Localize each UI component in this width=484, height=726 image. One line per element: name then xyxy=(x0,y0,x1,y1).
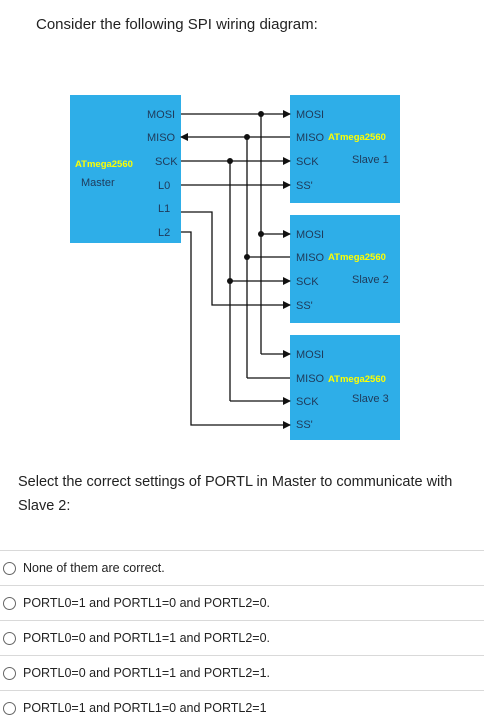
master-pin-mosi: MOSI xyxy=(147,109,175,121)
question-text: Consider the following SPI wiring diagra… xyxy=(36,16,318,33)
option-label: PORTL0=1 and PORTL1=0 and PORTL2=0. xyxy=(23,596,271,610)
option-label: PORTL0=1 and PORTL1=0 and PORTL2=1 xyxy=(23,701,267,715)
slave2-pin-miso: MISO xyxy=(296,252,325,264)
option-label: PORTL0=0 and PORTL1=1 and PORTL2=1. xyxy=(23,666,271,680)
slave2-pin-sck: SCK xyxy=(296,276,319,288)
master-pin-l0: L0 xyxy=(158,180,170,192)
slave2-title: ATmega2560 xyxy=(328,252,386,263)
prompt-text: Select the correct settings of PORTL in … xyxy=(18,474,453,514)
slave1-title: ATmega2560 xyxy=(328,132,386,143)
slave1-pin-mosi: MOSI xyxy=(296,109,324,121)
slave2-pin-mosi: MOSI xyxy=(296,229,324,241)
option-3[interactable]: PORTL0=0 and PORTL1=1 and PORTL2=0. xyxy=(0,620,484,655)
radio-button[interactable] xyxy=(3,631,16,645)
slave2-pin-ss: SS' xyxy=(296,300,313,312)
slave3-title: ATmega2560 xyxy=(328,374,386,385)
master-title: ATmega2560 xyxy=(75,159,133,170)
option-5[interactable]: PORTL0=1 and PORTL1=0 and PORTL2=1 xyxy=(0,690,484,725)
master-pin-sck: SCK xyxy=(155,156,178,168)
radio-button[interactable] xyxy=(3,701,16,715)
master-pin-miso: MISO xyxy=(147,132,176,144)
slave1-role: Slave 1 xyxy=(352,154,389,166)
slave1-pin-sck: SCK xyxy=(296,156,319,168)
master-pin-l1: L1 xyxy=(158,203,170,215)
master-block xyxy=(70,95,181,243)
slave3-role: Slave 3 xyxy=(352,393,389,405)
slave1-block xyxy=(290,95,400,203)
spi-wiring-diagram: MOSI MISO SCK L0 L1 L2 ATmega2560 Master… xyxy=(70,95,400,440)
option-label: None of them are correct. xyxy=(23,561,165,575)
slave3-pin-miso: MISO xyxy=(296,373,325,385)
junction-miso xyxy=(244,134,250,140)
radio-button[interactable] xyxy=(3,596,16,610)
option-4[interactable]: PORTL0=0 and PORTL1=1 and PORTL2=1. xyxy=(0,655,484,690)
slave3-block xyxy=(290,335,400,440)
option-label: PORTL0=0 and PORTL1=1 and PORTL2=0. xyxy=(23,631,271,645)
slave3-pin-ss: SS' xyxy=(296,419,313,431)
junction-miso-s2 xyxy=(244,254,250,260)
junction-mosi xyxy=(258,111,264,117)
option-1[interactable]: None of them are correct. xyxy=(0,550,484,585)
wire-l2-ss3 xyxy=(181,231,291,429)
junction-sck xyxy=(227,158,233,164)
slave2-block xyxy=(290,215,400,323)
junction-mosi-s2 xyxy=(258,231,264,237)
radio-button[interactable] xyxy=(3,666,16,680)
wire-l1-ss2 xyxy=(181,211,291,309)
slave1-pin-ss: SS' xyxy=(296,180,313,192)
slave3-pin-mosi: MOSI xyxy=(296,349,324,361)
radio-button[interactable] xyxy=(3,561,16,575)
option-2[interactable]: PORTL0=1 and PORTL1=0 and PORTL2=0. xyxy=(0,585,484,620)
master-role: Master xyxy=(81,177,115,189)
slave3-pin-sck: SCK xyxy=(296,396,319,408)
slave2-role: Slave 2 xyxy=(352,274,389,286)
master-pin-l2: L2 xyxy=(158,227,170,239)
slave1-pin-miso: MISO xyxy=(296,132,325,144)
junction-sck-s2 xyxy=(227,278,233,284)
